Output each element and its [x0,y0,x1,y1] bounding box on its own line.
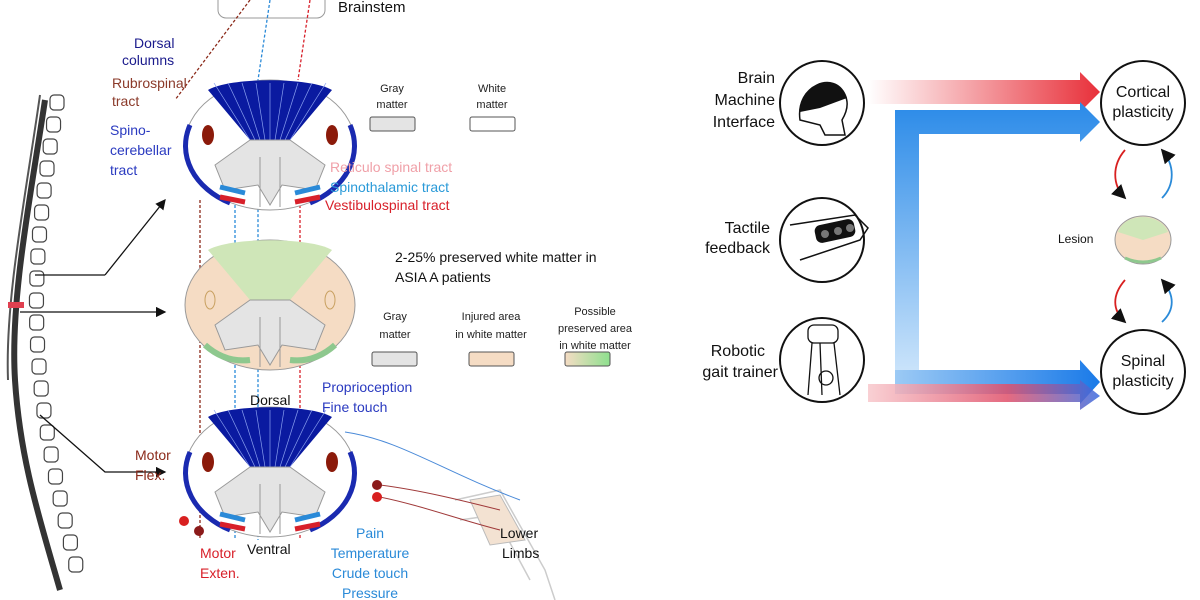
vertebra [47,468,64,485]
vertebra [57,512,73,529]
vertebra [30,248,46,265]
red-arrow-cortical [868,72,1100,112]
vertebra [29,336,46,353]
gait-trainer-icon [807,324,841,396]
vertebra [68,556,84,573]
vestibulospinal-label: Vestibulospinal tract [325,197,450,213]
vertebra [29,270,45,287]
dorsal-label: Dorsal [250,392,290,408]
vertebra [39,160,55,177]
vertebra [36,402,52,419]
vertebra [33,380,49,397]
legend-preserved-swatch [564,351,611,367]
vertebra [42,138,58,155]
vertebra [52,490,68,507]
arrow-to-top-section [104,198,166,276]
vertebra [36,182,52,199]
arm-sensor-icon [789,214,869,261]
vertebra [28,292,45,309]
legend-injured-swatch [468,351,515,367]
spine-illustration [6,94,84,591]
brainstem-box [217,0,326,19]
brainstem-label: Brainstem [338,0,406,16]
red-arrow-spinal [868,380,1100,410]
reticulospinal-label: Reticulo spinal tract [330,159,452,175]
vertebra [33,204,50,221]
robotic-circle [779,317,865,403]
legend-white-swatch [469,116,516,132]
spinal-plasticity-circle [1100,329,1186,415]
lesion-cord-icon [1114,215,1172,265]
cortical-plasticity-circle [1100,60,1186,146]
legend-gray-swatch [369,116,416,132]
spinothalamic-label: Spinothalamic tract [330,179,449,195]
vertebra [45,116,62,133]
lesion-marker [8,302,24,308]
head-cap-icon [798,81,848,136]
vertebra [49,94,65,111]
legend-mid-gray-swatch [371,351,418,367]
vertebra [31,358,47,375]
ventral-label: Ventral [247,541,291,557]
vertebra [39,424,55,441]
blue-arrow-cortical [895,102,1100,380]
arrow-to-low-section [39,414,167,478]
top-cord-section [183,79,357,211]
feedback-arrows [1110,148,1176,324]
vertebra [29,314,45,331]
mid-cord-section [184,239,356,371]
lower-limb-illustration [179,431,556,600]
low-cord-section [183,406,357,538]
vertebra [43,446,59,463]
lesion-label: Lesion [1058,232,1093,246]
vertebra [31,226,48,243]
vertebra [62,534,79,551]
